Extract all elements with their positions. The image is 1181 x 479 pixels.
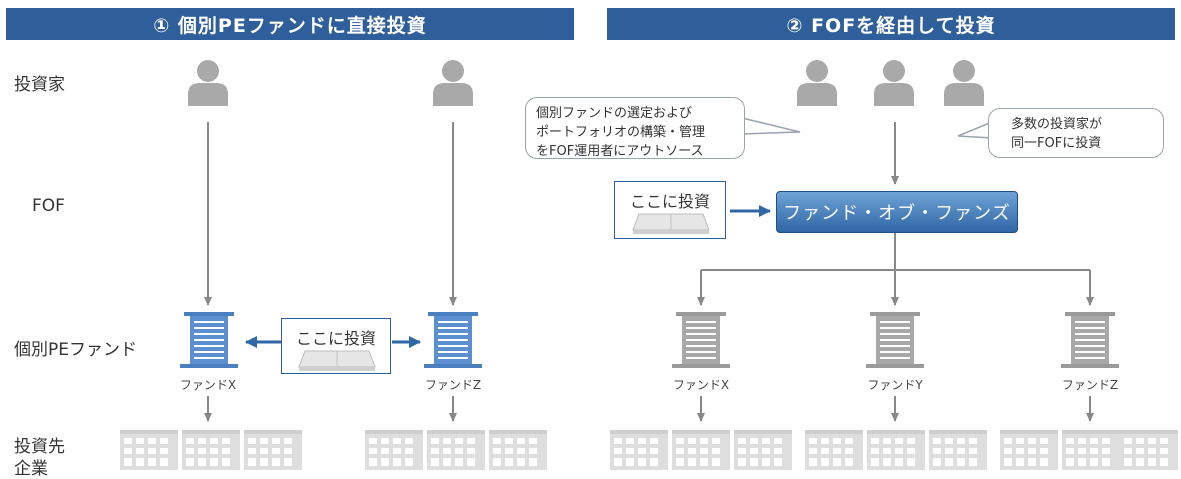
company-building-icon	[805, 430, 863, 470]
investor-person-icon	[944, 60, 984, 106]
bubble-right-line-1: 多数の投資家が	[1011, 117, 1103, 132]
tray-icon	[298, 350, 376, 372]
fund-label-left-z: ファンドZ	[424, 378, 482, 392]
fund-z-building-icon	[424, 312, 482, 368]
section-header-direct: ① 個別PEファンドに直接投資	[6, 8, 574, 40]
fund-of-funds-box: ファンド・オブ・ファンズ	[776, 191, 1018, 233]
company-building-icon	[1120, 430, 1178, 470]
row-label-pe-fund: 個別PEファンド	[14, 340, 137, 360]
fund-y-building-icon	[866, 312, 924, 368]
company-building-icon	[244, 430, 302, 470]
investor-person-icon	[433, 60, 473, 106]
company-building-icon	[365, 430, 423, 470]
fund-x-building-icon	[180, 312, 238, 368]
row-label-fof: FOF	[32, 196, 65, 216]
fund-label-left-x: ファンドX	[179, 378, 237, 392]
company-building-icon	[120, 430, 178, 470]
bubble-left-line-1: 個別ファンドの選定および	[536, 106, 693, 121]
fund-x-building-icon	[672, 312, 730, 368]
section-header-fof: ② FOFを経由して投資	[607, 8, 1175, 40]
investor-person-icon	[874, 60, 914, 106]
company-building-icon	[867, 430, 925, 470]
row-label-target-1: 投資先	[14, 437, 65, 457]
invest-here-label: ここに投資	[629, 192, 710, 211]
company-building-icon	[1000, 430, 1058, 470]
company-building-icon	[929, 430, 987, 470]
investor-person-icon	[797, 60, 837, 106]
fund-z-building-icon	[1061, 312, 1119, 368]
bubble-left-line-3: をFOF運用者にアウトソース	[536, 144, 704, 159]
row-label-target-2: 企業	[14, 459, 48, 479]
row-label-investor: 投資家	[14, 75, 65, 95]
company-building-icon	[610, 430, 668, 470]
company-building-icon	[427, 430, 485, 470]
company-building-icon	[1062, 430, 1120, 470]
bubble-many-investors-note: 多数の投資家が 同一FOFに投資	[988, 108, 1164, 158]
bubble-right-line-2: 同一FOFに投資	[1011, 136, 1102, 151]
fund-label-right-z: ファンドZ	[1061, 378, 1119, 392]
bubble-left-line-2: ポートフォリオの構築・管理	[536, 125, 706, 140]
company-building-icon	[734, 430, 792, 470]
company-building-icon	[672, 430, 730, 470]
investor-person-icon	[188, 60, 228, 106]
tray-icon	[632, 213, 710, 235]
company-building-icon	[182, 430, 240, 470]
fund-label-right-y: ファンドY	[867, 378, 923, 392]
invest-here-box-left: ここに投資	[281, 318, 391, 374]
invest-here-box-right: ここに投資	[614, 181, 726, 239]
bubble-right-tail	[957, 120, 993, 139]
fund-label-right-x: ファンドX	[672, 378, 730, 392]
company-building-icon	[489, 430, 547, 470]
invest-here-label: ここに投資	[295, 329, 376, 348]
bubble-left-tail	[741, 117, 801, 135]
bubble-outsource-note: 個別ファンドの選定および ポートフォリオの構築・管理 をFOF運用者にアウトソー…	[525, 97, 745, 159]
